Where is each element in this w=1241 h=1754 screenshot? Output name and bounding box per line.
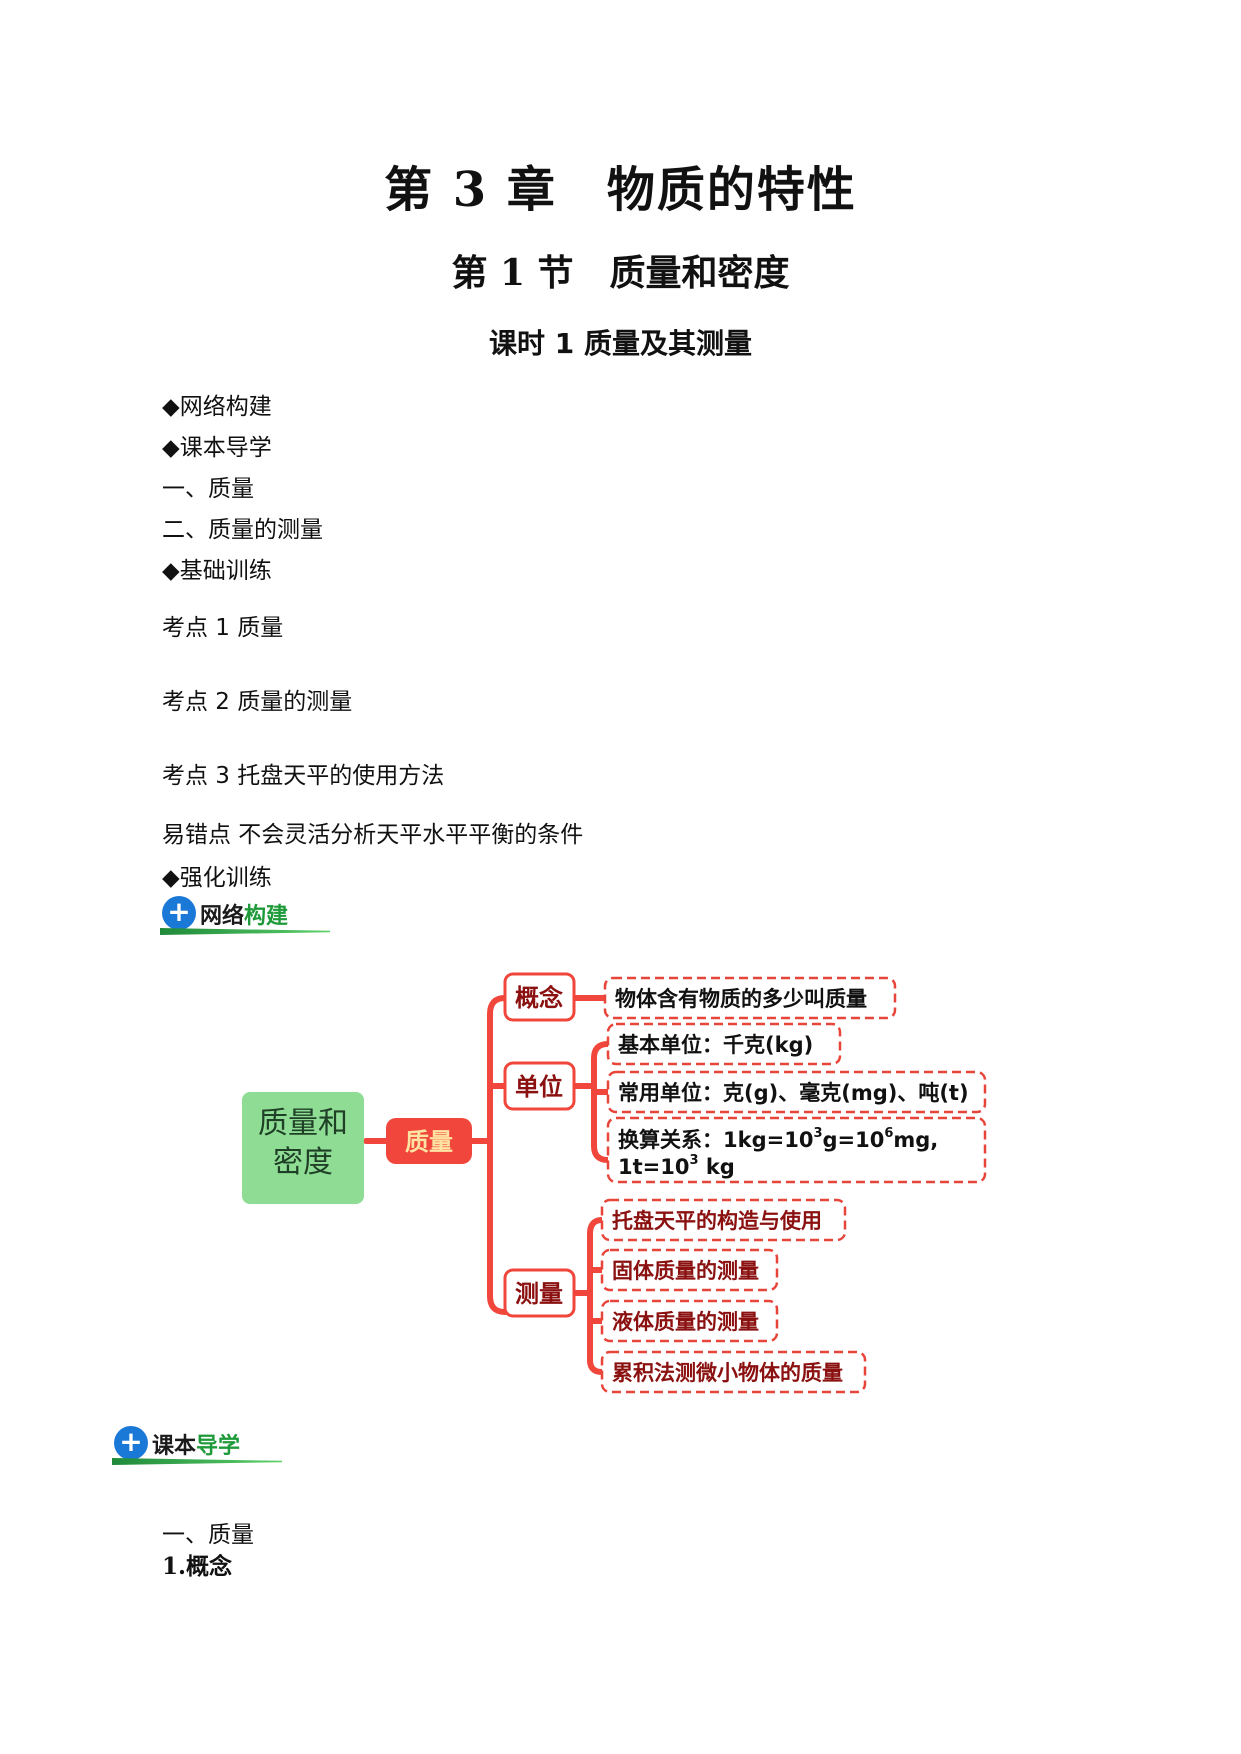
leaf-conversion-text-line1: 换算关系：1kg=103g=106mg, <box>618 1126 938 1152</box>
leaf-common-unit-box <box>606 1070 987 1114</box>
toc-item-point3[interactable]: 考点 3 托盘天平的使用方法 <box>162 763 445 789</box>
section-title: 第 1 节 质量和密度 <box>451 252 790 294</box>
mindmap-diagram: 质量和 密度 质量 概念 单位 测量 物体含有物质的多少叫质量 基本单位：千克(… <box>242 972 987 1394</box>
branch-concept-label: 概念 <box>515 984 563 1012</box>
leaf-base-unit-text: 基本单位：千克(kg) <box>618 1033 813 1057</box>
toc-item-mass[interactable]: 一、质量 <box>162 476 254 502</box>
branch-unit-label: 单位 <box>515 1073 563 1101</box>
leaf-accumulate-box <box>600 1350 867 1394</box>
mindmap-root-node: 质量和 密度 <box>242 1092 364 1204</box>
leaf-conversion-box <box>606 1116 987 1184</box>
plus-circle-icon: + <box>162 896 196 930</box>
toc-item-point2[interactable]: 考点 2 质量的测量 <box>162 689 353 715</box>
branch-unit-node: 单位 <box>503 1061 576 1111</box>
badge-text-part1: 网络 <box>200 904 245 929</box>
section-heading-mass: 一、质量 <box>162 1522 254 1548</box>
badge-underline <box>160 928 330 935</box>
leaf-liquid-text: 液体质量的测量 <box>612 1310 759 1334</box>
toc-item-network[interactable]: ◆网络构建 <box>162 394 272 420</box>
leaf-solid-text: 固体质量的测量 <box>612 1259 759 1283</box>
toc-item-intensive[interactable]: ◆强化训练 <box>162 865 272 891</box>
leaf-base-unit-box <box>606 1022 842 1066</box>
toc-item-mass-measure[interactable]: 二、质量的测量 <box>162 517 323 543</box>
badge-text-part2: 构建 <box>244 904 289 929</box>
leaf-liquid-box <box>600 1299 779 1343</box>
leaf-balance-text: 托盘天平的构造与使用 <box>612 1209 822 1233</box>
leaf-balance-box <box>600 1198 847 1242</box>
leaf-common-unit-text: 常用单位：克(g)、毫克(mg)、吨(t) <box>618 1081 969 1105</box>
root-label-line2: 密度 <box>273 1145 333 1180</box>
leaf-concept-box <box>603 976 897 1020</box>
textbook-guide-badge: + 课本导学 <box>112 1424 292 1468</box>
mindmap-center-node: 质量 <box>386 1118 472 1164</box>
branch-measure-node: 测量 <box>503 1268 576 1318</box>
branch-concept-node: 概念 <box>503 972 576 1022</box>
badge-text-part2: 导学 <box>196 1434 241 1459</box>
item-concept-heading: 1.概念 <box>162 1553 233 1580</box>
leaf-conversion-text-line2: 1t=103 kg <box>618 1153 735 1179</box>
toc-item-error-point[interactable]: 易错点 不会灵活分析天平水平平衡的条件 <box>162 822 584 848</box>
plus-circle-icon: + <box>114 1426 148 1460</box>
leaf-accumulate-text: 累积法测微小物体的质量 <box>612 1361 843 1385</box>
badge-text-part1: 课本 <box>152 1434 197 1459</box>
network-build-badge: + 网络构建 <box>160 894 340 938</box>
root-label-line1: 质量和 <box>258 1106 348 1141</box>
center-label: 质量 <box>405 1128 453 1156</box>
branch-measure-label: 测量 <box>515 1280 563 1308</box>
chapter-title: 第 3 章 物质的特性 <box>384 162 857 218</box>
leaf-solid-box <box>600 1248 779 1292</box>
toc-item-textbook[interactable]: ◆课本导学 <box>162 435 272 461</box>
lesson-title: 课时 1 质量及其测量 <box>489 327 752 360</box>
toc-item-basic-training[interactable]: ◆基础训练 <box>162 558 272 584</box>
badge-underline <box>112 1458 282 1465</box>
leaf-concept-text: 物体含有物质的多少叫质量 <box>615 987 867 1011</box>
toc-item-point1[interactable]: 考点 1 质量 <box>162 615 284 641</box>
